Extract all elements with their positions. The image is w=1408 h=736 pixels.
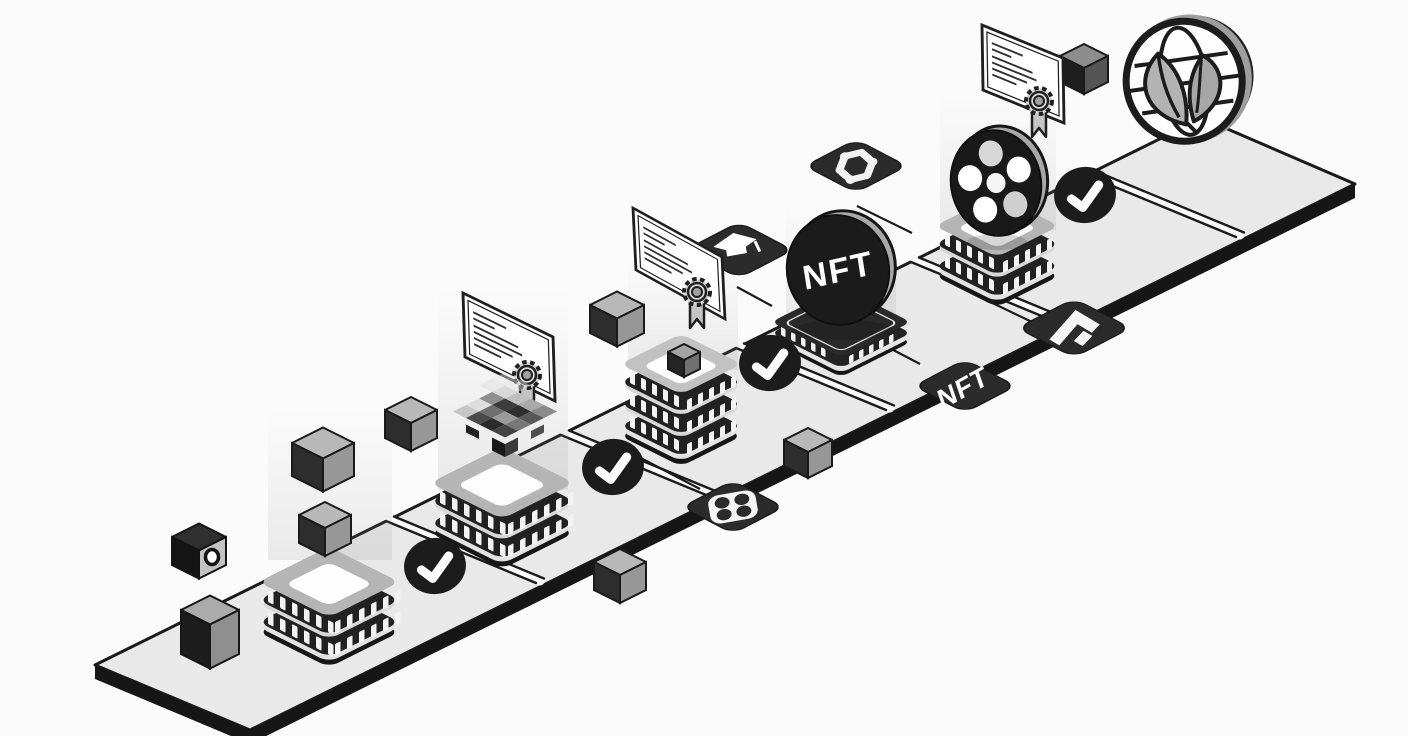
check-icon xyxy=(404,537,466,595)
hexagon-network-icon xyxy=(810,142,902,190)
cube-icon xyxy=(593,548,647,605)
rosette-seal-icon xyxy=(682,277,712,330)
eco-globe-icon xyxy=(1122,14,1254,145)
cube-icon xyxy=(1059,43,1109,96)
server-stack-icon xyxy=(435,449,574,567)
grid-dots-icon xyxy=(687,483,779,531)
cube-icon xyxy=(783,427,833,480)
cube-icon xyxy=(667,343,701,379)
server-stack-icon xyxy=(263,549,401,665)
crate-box-icon xyxy=(180,594,240,671)
server-stack-icon xyxy=(939,197,1055,305)
rosette-seal-icon xyxy=(1024,86,1054,139)
voxel-diamond-icon xyxy=(453,372,557,457)
check-icon xyxy=(1054,166,1116,224)
cube-icon xyxy=(298,501,352,558)
certificate-icon xyxy=(631,205,727,330)
film-server-platform xyxy=(939,124,1055,305)
certificate-icon xyxy=(461,290,557,413)
cube-icon xyxy=(589,290,645,349)
arrow-upright-icon xyxy=(1023,301,1125,355)
certificate-icon xyxy=(980,22,1066,139)
check-icon xyxy=(582,438,644,496)
nft-coin-icon: NFT xyxy=(785,209,897,326)
nft-tray-platform: NFT xyxy=(775,209,907,375)
server-stack-icon xyxy=(625,336,737,464)
pip-cube-icon xyxy=(171,522,227,581)
film-reel-icon xyxy=(949,124,1050,237)
leaves-icon xyxy=(1143,51,1223,134)
cube-icon xyxy=(384,396,438,453)
cube-icon xyxy=(291,426,355,494)
check-icon xyxy=(739,334,801,392)
